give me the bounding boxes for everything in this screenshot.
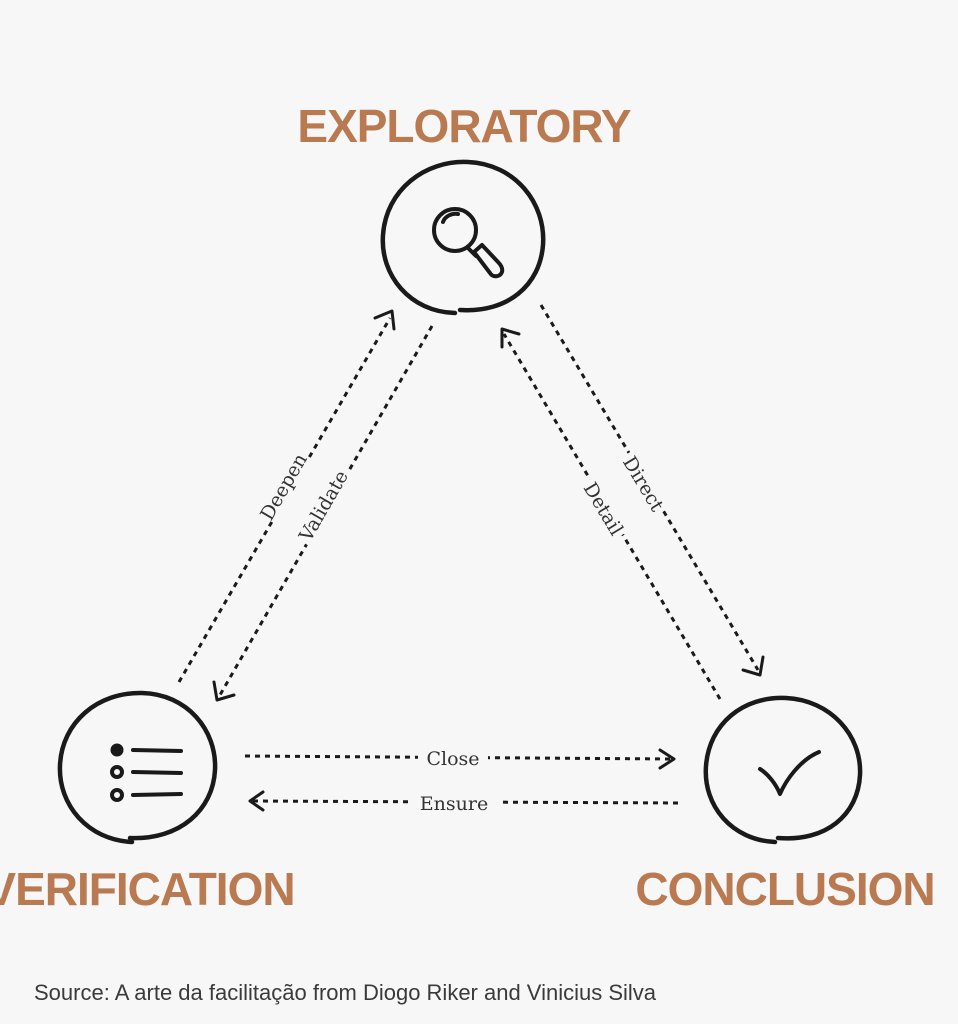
facilitation-cycle-diagram: EXPLORATORY VERIFICATION CONCLUSION [0, 100, 936, 915]
exploratory-node [380, 159, 546, 316]
detail-label-text: Detail [579, 479, 628, 540]
direct-label: Direct [616, 448, 672, 519]
direct-label-text: Direct [618, 453, 668, 516]
close-label-text: Close [426, 748, 479, 770]
ensure-arrowhead [248, 790, 265, 812]
ensure-label-text: Ensure [420, 793, 488, 815]
close-label: Close [418, 745, 488, 771]
deepen-label: Deepen [254, 449, 312, 525]
detail-label: Detail [577, 474, 631, 543]
verification-title: VERIFICATION [0, 863, 295, 915]
exploratory-title: EXPLORATORY [297, 100, 631, 152]
exploratory-circle [380, 159, 546, 316]
source-caption: Source: A arte da facilitação from Diogo… [34, 980, 657, 1005]
validate-label-text: Validate [295, 467, 353, 546]
conclusion-title: CONCLUSION [635, 863, 934, 915]
direct-arrowhead [741, 655, 765, 677]
conclusion-circle [703, 695, 863, 845]
close-arrowhead [658, 748, 676, 770]
validate-arrowhead [212, 680, 236, 702]
checklist-icon [110, 743, 183, 802]
conclusion-node [703, 695, 863, 845]
checkmark-icon [758, 750, 821, 796]
verification-circle [57, 690, 218, 845]
verification-node [57, 690, 218, 845]
deepen-label-text: Deepen [256, 450, 312, 525]
magnifier-icon [432, 207, 505, 279]
ensure-label: Ensure [408, 790, 500, 816]
detail-arrowhead [500, 327, 521, 349]
deepen-arrowhead [373, 309, 396, 331]
